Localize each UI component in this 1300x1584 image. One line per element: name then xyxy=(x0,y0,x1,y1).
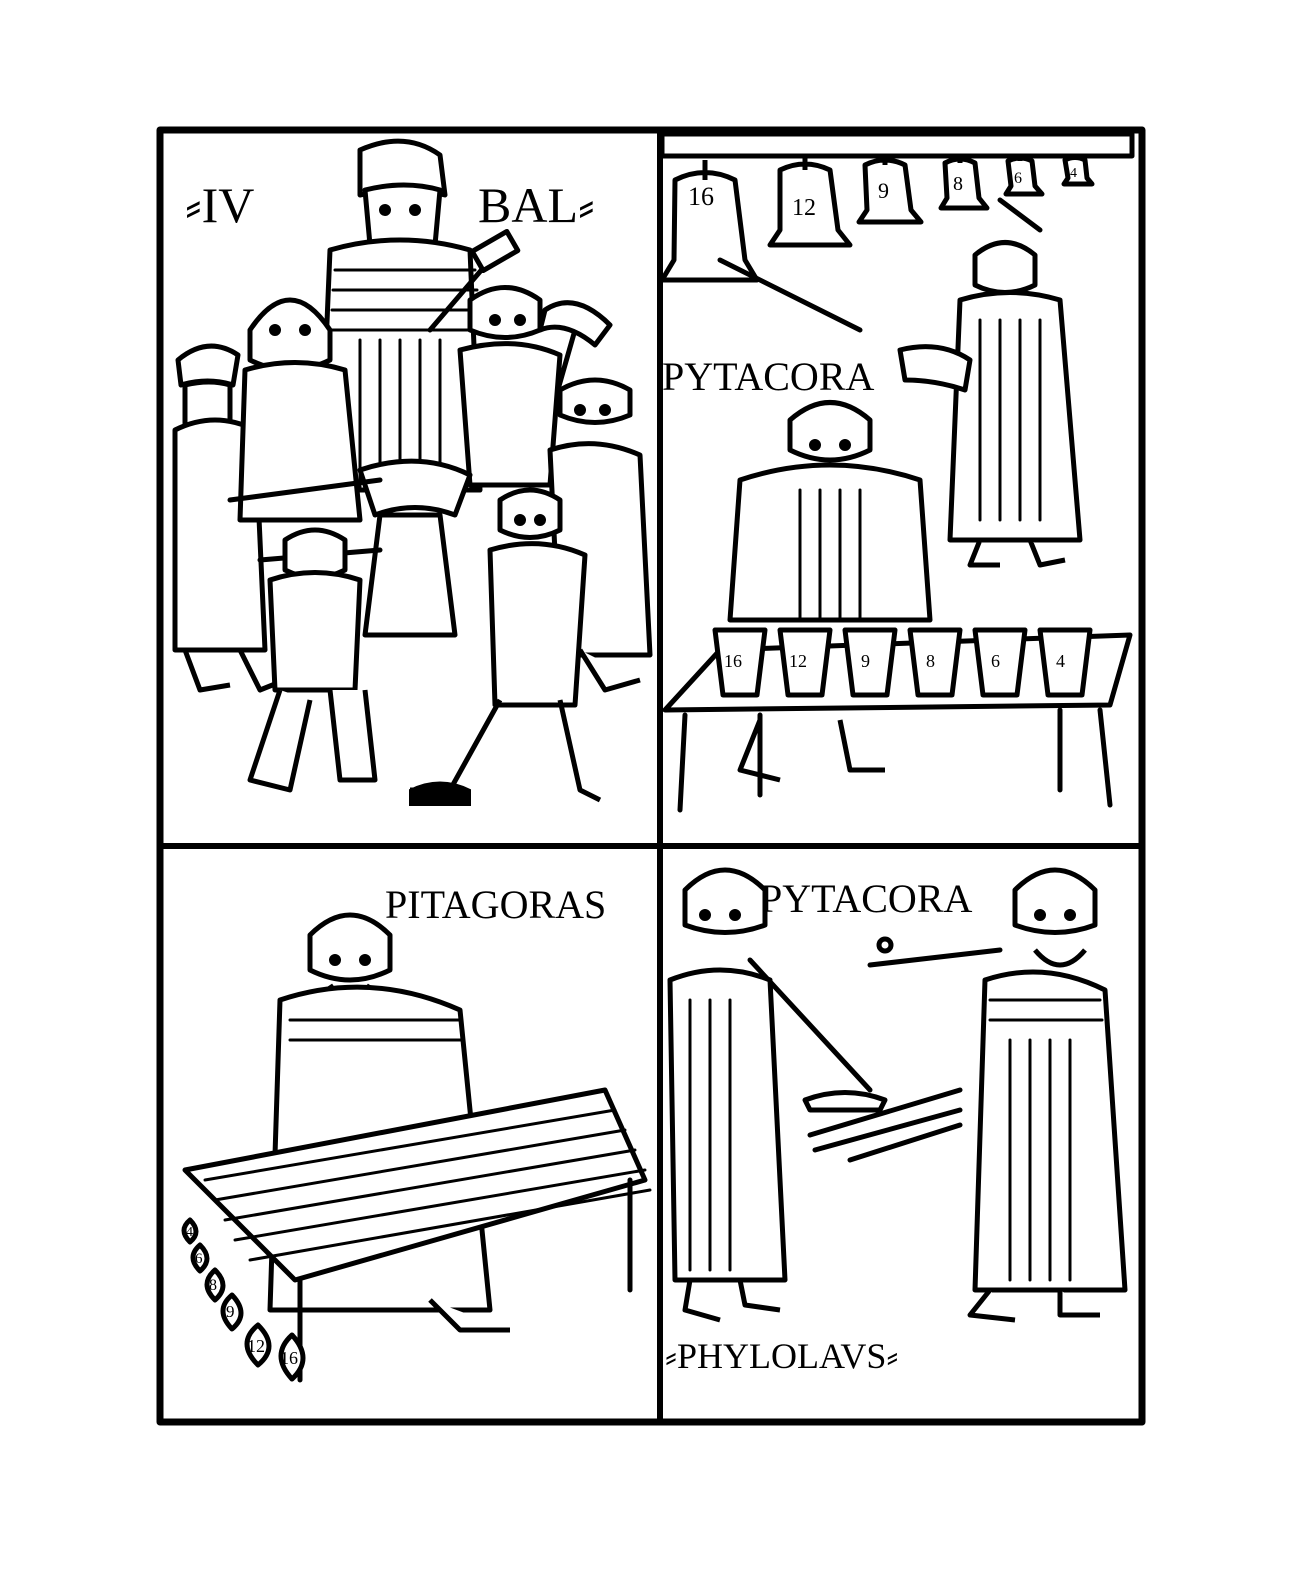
weight-6: 16 xyxy=(278,1332,306,1382)
bell-number: 12 xyxy=(792,195,816,221)
weight-number: 4 xyxy=(186,1225,193,1240)
weight-5: 12 xyxy=(244,1322,272,1368)
pipe-bundle xyxy=(802,1087,963,1163)
bell-1: 16 xyxy=(659,160,760,283)
label-pitagoras: PITAGORAS xyxy=(385,882,606,927)
figure-pytacora-pipe xyxy=(667,867,873,1323)
panel-bells-cups: 16 12 9 8 6 4 xyxy=(659,131,1135,813)
weight-number: 9 xyxy=(226,1302,235,1321)
cup-5: 6 xyxy=(972,627,1028,698)
weight-number: 16 xyxy=(280,1348,298,1368)
cups: 16 12 9 8 6 4 xyxy=(712,627,1093,698)
cup-number: 4 xyxy=(1056,651,1065,671)
cup-number: 16 xyxy=(724,651,742,671)
cup-1: 16 xyxy=(712,627,768,698)
bell-6: 4 xyxy=(1061,155,1095,187)
anvil xyxy=(227,458,473,638)
cup-number: 6 xyxy=(991,651,1000,671)
figure-walker-left xyxy=(247,527,378,793)
figure-cup-player xyxy=(727,400,933,783)
figure-jubal xyxy=(317,138,483,493)
bell-4: 8 xyxy=(938,155,990,211)
bell-number: 8 xyxy=(953,173,963,195)
label-iv: ⸗IV xyxy=(185,177,254,233)
figure-smith-right xyxy=(457,285,563,488)
cup-number: 9 xyxy=(861,651,870,671)
weight-number: 6 xyxy=(195,1251,203,1267)
label-bal: BAL⸗ xyxy=(478,177,595,233)
figure-walker-right xyxy=(409,487,602,806)
cup-number: 8 xyxy=(926,651,935,671)
bell-number: 6 xyxy=(1014,170,1022,187)
cup-2: 12 xyxy=(777,627,833,698)
bell-rail xyxy=(659,131,1135,159)
weight-4: 9 xyxy=(220,1292,244,1332)
figure-phylolaus-pipe xyxy=(867,867,1128,1323)
label-pytacora-bells: PYTACORA xyxy=(662,354,874,399)
weight-2: 6 xyxy=(190,1242,210,1274)
figure-bell-ringer xyxy=(717,197,1083,568)
cup-4: 8 xyxy=(907,627,963,698)
weight-number: 8 xyxy=(209,1277,217,1294)
weight-3: 8 xyxy=(204,1267,226,1303)
panel-frame xyxy=(156,126,1146,1426)
bell-number: 4 xyxy=(1070,166,1077,181)
panel-jubal-smiths: ⸗IV BAL⸗ xyxy=(172,138,653,806)
figure-smith-center xyxy=(237,297,363,523)
bell-2: 12 xyxy=(767,155,853,248)
hammers xyxy=(427,228,613,403)
cup-3: 9 xyxy=(842,627,898,698)
bell-3: 9 xyxy=(856,155,924,225)
panel-pipes: PYTACORA ⸗PHYL xyxy=(665,867,1128,1376)
weight-number: 12 xyxy=(247,1336,265,1356)
cup-6: 4 xyxy=(1037,627,1093,698)
cup-number: 12 xyxy=(789,651,807,671)
panel-monochord: PITAGORAS 4 6 xyxy=(181,882,652,1383)
bell-number: 16 xyxy=(688,182,714,211)
label-pytacora-pipes: PYTACORA xyxy=(760,876,972,921)
bells: 16 12 9 8 6 4 xyxy=(659,155,1095,283)
weights: 4 6 8 9 12 16 xyxy=(181,1217,306,1382)
bell-5: 6 xyxy=(1003,155,1045,197)
bell-number: 9 xyxy=(878,178,889,203)
weight-1: 4 xyxy=(181,1217,199,1245)
label-phylolaus: ⸗PHYLOLAVS⸗ xyxy=(665,1336,898,1376)
